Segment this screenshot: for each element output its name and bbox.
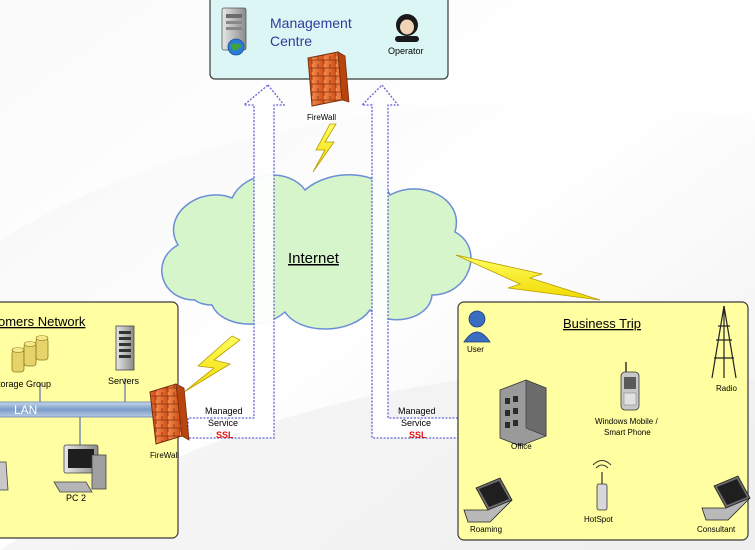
servers-label: Servers <box>108 376 140 386</box>
storage-group-icon <box>11 335 49 373</box>
customer-firewall-label: FireWall <box>150 451 179 460</box>
radio-tower-icon <box>711 305 737 379</box>
left-ssl-label: SSL <box>216 430 234 440</box>
consultant-laptop-icon <box>701 475 751 521</box>
mobile-label-line2: Smart Phone <box>604 428 651 437</box>
business-trip-title: Business Trip <box>563 316 641 331</box>
left-managed-line2: Service <box>208 418 238 428</box>
management-centre-panel <box>209 0 449 80</box>
office-building-icon <box>499 379 547 447</box>
management-server-icon <box>221 7 247 56</box>
roaming-label: Roaming <box>470 525 502 534</box>
roaming-laptop-icon <box>463 477 513 523</box>
lan-label: LAN <box>14 403 37 417</box>
servers-icon <box>115 325 135 371</box>
left-service-tunnel <box>187 84 286 439</box>
mobile-label-line1: Windows Mobile / <box>595 417 658 426</box>
hotspot-label: HotSpot <box>584 515 614 524</box>
pc2-icon <box>53 444 107 493</box>
background-swoosh <box>0 0 755 240</box>
right-ssl-label: SSL <box>409 430 427 440</box>
hotspot-antenna-icon <box>592 460 612 511</box>
right-managed-line2: Service <box>401 418 431 428</box>
lightning-bolt-top <box>312 123 337 173</box>
office-label: Office <box>511 442 532 451</box>
lightning-bolt-left <box>183 335 241 393</box>
business-trip-panel <box>457 301 751 541</box>
storage-group-label: torage Group <box>0 379 51 389</box>
consultant-label: Consultant <box>697 525 736 534</box>
operator-label: Operator <box>388 46 424 56</box>
management-title-line2: Centre <box>270 33 312 49</box>
lightning-bolt-right <box>455 254 601 301</box>
user-icon <box>463 310 491 343</box>
internet-cloud <box>161 174 472 330</box>
management-firewall-icon <box>307 51 350 107</box>
operator-icon <box>395 14 419 42</box>
smartphone-icon <box>620 362 640 411</box>
management-title-line1: Management <box>270 15 352 31</box>
customers-network-panel <box>0 301 179 539</box>
internet-label: Internet <box>288 250 340 267</box>
customer-firewall-icon <box>149 383 190 445</box>
management-firewall-label: FireWall <box>307 113 336 122</box>
offscreen-device-icon <box>0 461 9 491</box>
left-managed-line1: Managed <box>205 406 243 416</box>
customers-network-title: omers Network <box>0 314 86 329</box>
pc2-label: PC 2 <box>66 493 86 503</box>
right-managed-line1: Managed <box>398 406 436 416</box>
user-label: User <box>467 345 484 354</box>
radio-label: Radio <box>716 384 737 393</box>
